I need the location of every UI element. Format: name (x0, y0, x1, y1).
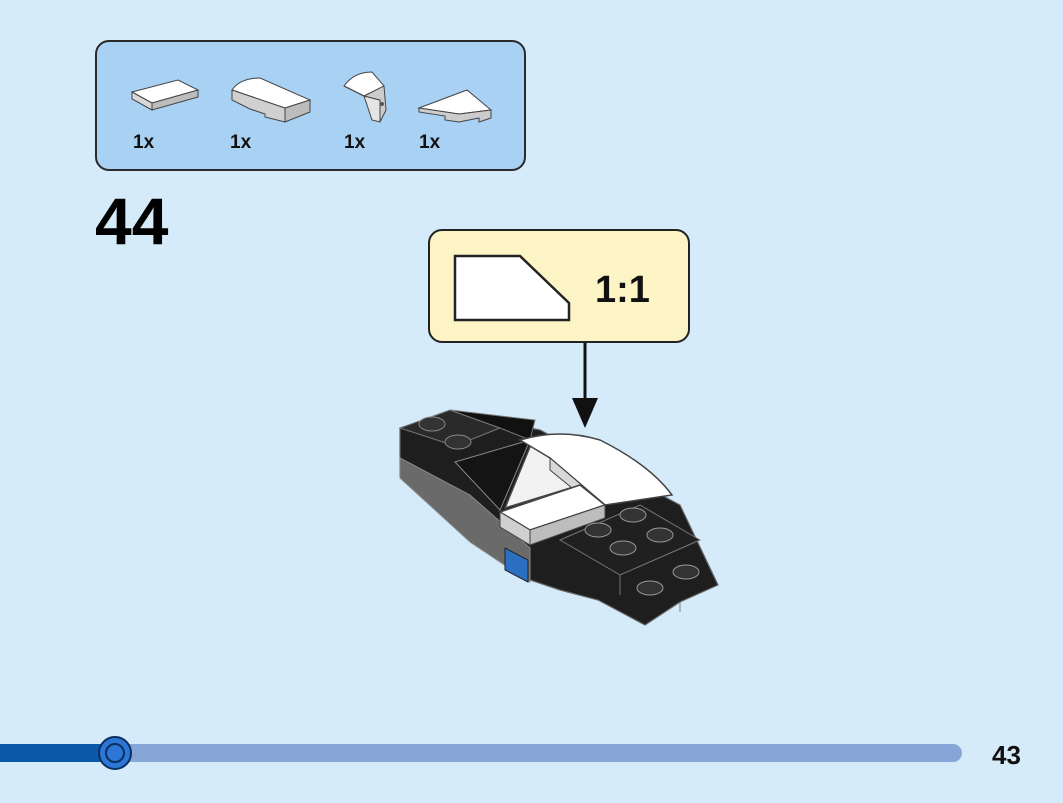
part-item: 1x (130, 42, 220, 173)
progress-track (0, 744, 962, 762)
progress-knob (98, 736, 133, 770)
step-number: 44 (95, 184, 169, 258)
part-qty: 1x (230, 132, 252, 153)
curved-slope-small-icon (343, 71, 387, 123)
part-qty: 1x (133, 132, 155, 153)
part-item: 1x (342, 42, 432, 173)
curved-slope-icon (231, 77, 312, 123)
part-qty: 1x (344, 132, 366, 153)
scale-label: 1:1 (595, 269, 650, 311)
tile-1x2-icon (130, 79, 200, 111)
tile-1x1-outline-icon (453, 254, 571, 322)
scale-callout: 1:1 (428, 229, 690, 343)
part-item: 1x (417, 42, 507, 173)
part-item: 1x (230, 42, 320, 173)
page-number: 43 (992, 740, 1021, 770)
progress-fill (0, 744, 116, 762)
wedge-plate-icon (417, 89, 493, 123)
part-qty: 1x (419, 132, 441, 153)
arrow-down-icon (572, 398, 598, 428)
parts-list: 1x 1x 1x 1x (95, 40, 526, 171)
